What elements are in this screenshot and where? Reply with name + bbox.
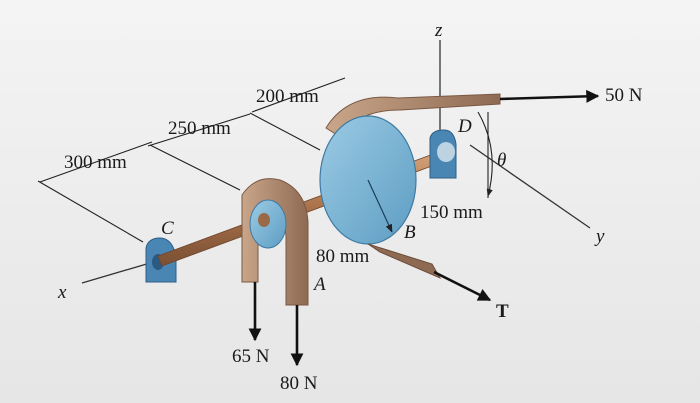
- dim-label-250mm: 250 mm: [168, 118, 231, 139]
- force-50n-label: 50 N: [605, 85, 643, 106]
- dim-label-300mm: 300 mm: [64, 152, 127, 173]
- force-50n-arrow: [499, 89, 600, 103]
- theta-arc: [477, 111, 493, 197]
- dim-label-200mm: 200 mm: [256, 86, 319, 107]
- z-axis-label: z: [434, 20, 443, 41]
- force-80n-label: 80 N: [280, 373, 318, 394]
- force-t-arrow: [433, 270, 492, 302]
- dim-label-150mm: 150 mm: [420, 202, 483, 223]
- y-axis-label: y: [594, 226, 605, 247]
- point-a-label: A: [312, 274, 326, 295]
- y-axis: [469, 144, 591, 229]
- dimension-200mm: [249, 77, 346, 151]
- force-65n-label: 65 N: [232, 346, 270, 367]
- dim-label-80mm: 80 mm: [316, 246, 370, 267]
- dimension-250mm: [147, 113, 251, 191]
- force-t-label: T: [496, 301, 509, 322]
- point-b-label: B: [404, 222, 416, 243]
- bearing-d: [429, 129, 457, 179]
- point-c-label: C: [161, 218, 174, 239]
- x-axis: [81, 262, 151, 284]
- pulley-b: [319, 93, 501, 280]
- point-d-label: D: [457, 116, 472, 137]
- x-axis-label: x: [57, 282, 67, 303]
- theta-label: θ: [497, 150, 506, 171]
- dimension-300mm: [37, 141, 153, 243]
- pulley-a: [241, 178, 309, 306]
